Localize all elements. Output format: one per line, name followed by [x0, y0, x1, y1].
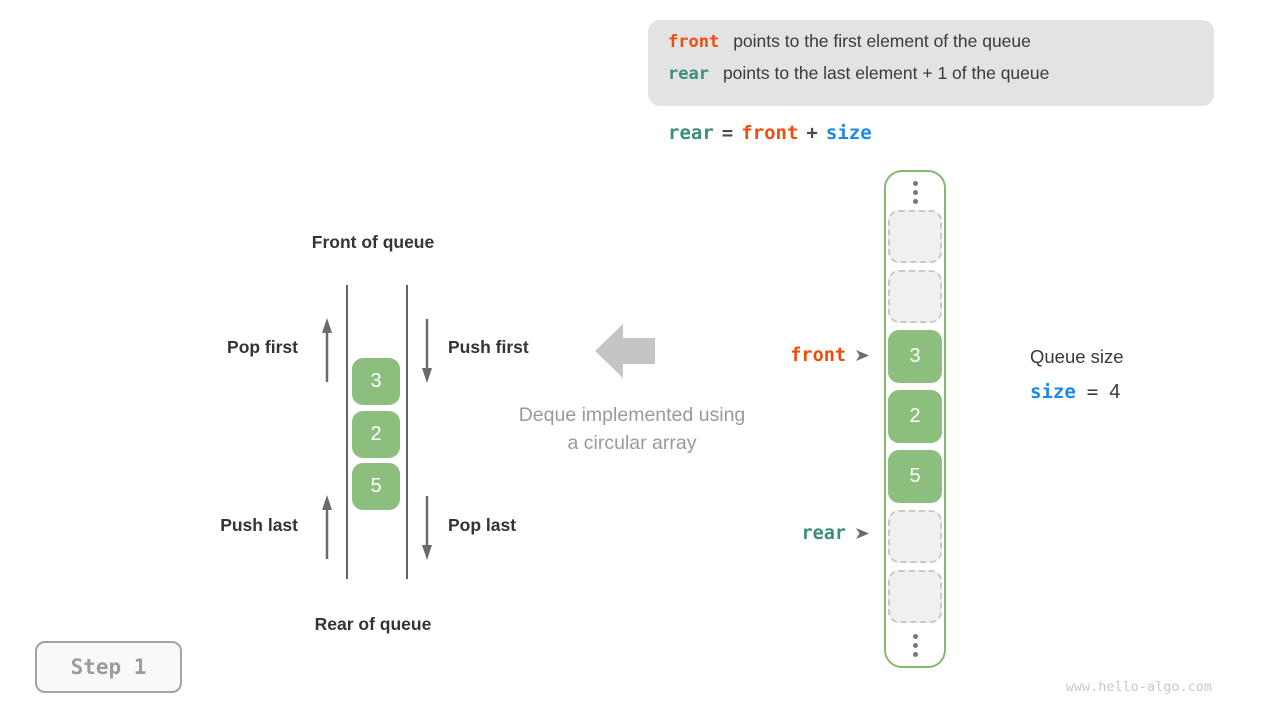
step-badge: Step 1	[35, 641, 182, 693]
caption-line1: Deque implemented using	[518, 404, 746, 426]
push-last-label: Push last	[220, 515, 298, 535]
size-equals: =	[1086, 381, 1099, 403]
caption-line2: a circular array	[567, 432, 697, 454]
legend-box: front points to the first element of the…	[648, 20, 1214, 106]
pointer-arrowhead-icon	[856, 528, 869, 539]
legend-line-front: front points to the first element of the…	[668, 31, 1214, 63]
queue-element: 2	[352, 411, 400, 458]
pop-first-label: Pop first	[227, 337, 298, 357]
front-pointer-label: front	[790, 345, 846, 366]
channel-right-wall	[406, 285, 408, 579]
rear-pointer: rear	[690, 523, 870, 544]
formula-plus: +	[806, 122, 818, 144]
array-cell-value: 3	[888, 330, 942, 383]
front-keyword: front	[668, 32, 720, 52]
push-last-arrow-up-icon	[322, 495, 332, 559]
array-cell-empty	[888, 210, 942, 263]
size-value: 4	[1109, 381, 1121, 403]
ellipsis-top-icon	[884, 181, 946, 204]
queue-size-label: Queue size	[1030, 346, 1124, 367]
front-description: points to the first element of the queue	[733, 31, 1031, 51]
formula: rear = front + size	[668, 122, 872, 144]
pop-last-label: Pop last	[448, 515, 517, 535]
pop-first-arrow-up-icon	[322, 318, 332, 382]
rear-pointer-label: rear	[801, 523, 846, 544]
push-first-arrow-down-icon	[422, 319, 432, 383]
ellipsis-bottom-icon	[884, 634, 946, 657]
push-first-label: Push first	[448, 337, 529, 357]
array-cell-empty	[888, 510, 942, 563]
diagram-caption: Deque implemented using a circular array	[482, 401, 782, 457]
rear-description: points to the last element + 1 of the qu…	[722, 63, 1050, 83]
formula-size: size	[825, 122, 872, 144]
array-cell-value: 5	[888, 450, 942, 503]
size-equation: size = 4	[1030, 381, 1120, 404]
queue-element: 3	[352, 358, 400, 405]
formula-rear: rear	[668, 122, 714, 144]
rear-of-queue-label: Rear of queue	[314, 614, 432, 634]
array-cell-value: 2	[888, 390, 942, 443]
formula-equals: =	[721, 122, 734, 144]
watermark: www.hello-algo.com	[1065, 679, 1212, 695]
front-of-queue-label: Front of queue	[311, 232, 435, 252]
size-var: size	[1030, 381, 1076, 403]
front-pointer: front	[690, 345, 870, 366]
channel-left-wall	[346, 285, 348, 579]
formula-front: front	[741, 122, 799, 144]
pop-last-arrow-down-icon	[422, 496, 432, 560]
array-cell-empty	[888, 570, 942, 623]
array-cell-empty	[888, 270, 942, 323]
pointer-arrowhead-icon	[856, 350, 869, 361]
rear-keyword: rear	[668, 64, 709, 84]
legend-line-rear: rear points to the last element + 1 of t…	[668, 63, 1214, 95]
left-block-arrow-icon	[595, 324, 655, 378]
queue-element: 5	[352, 463, 400, 510]
